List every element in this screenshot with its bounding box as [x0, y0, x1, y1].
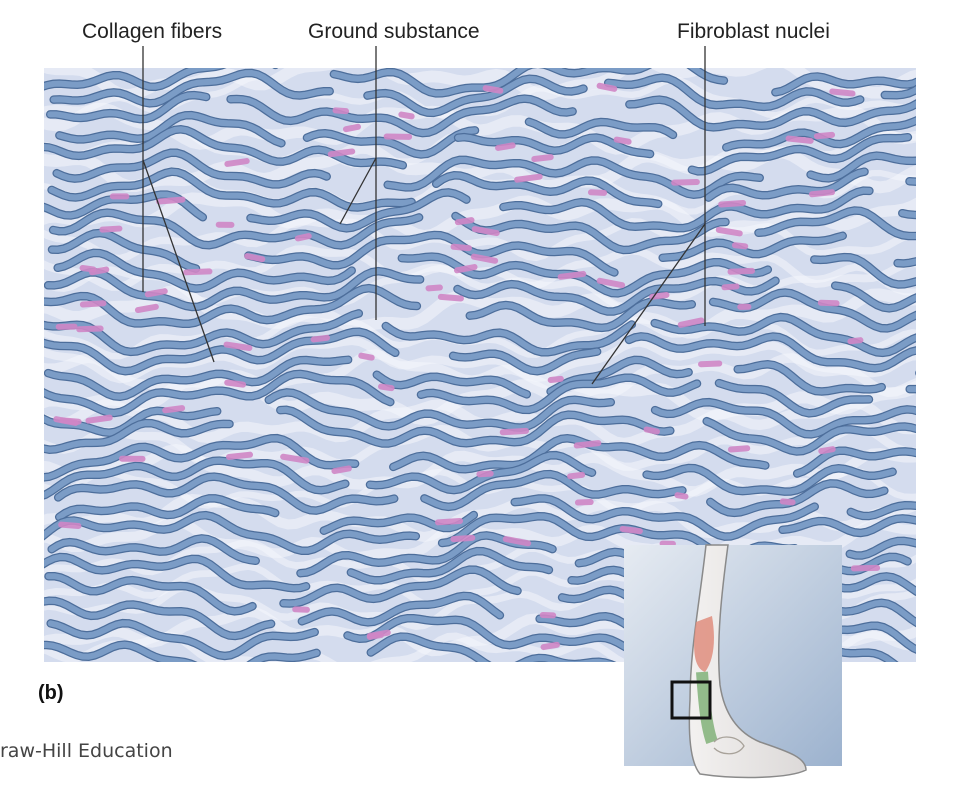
ground-substance-label: Ground substance: [308, 20, 480, 44]
panel-label: (b): [38, 682, 64, 705]
leg-inset: [624, 545, 842, 777]
collagen-fibers-label: Collagen fibers: [82, 20, 222, 44]
fibroblast-nuclei-label: Fibroblast nuclei: [677, 20, 830, 44]
copyright-credit: raw-Hill Education: [0, 740, 173, 762]
